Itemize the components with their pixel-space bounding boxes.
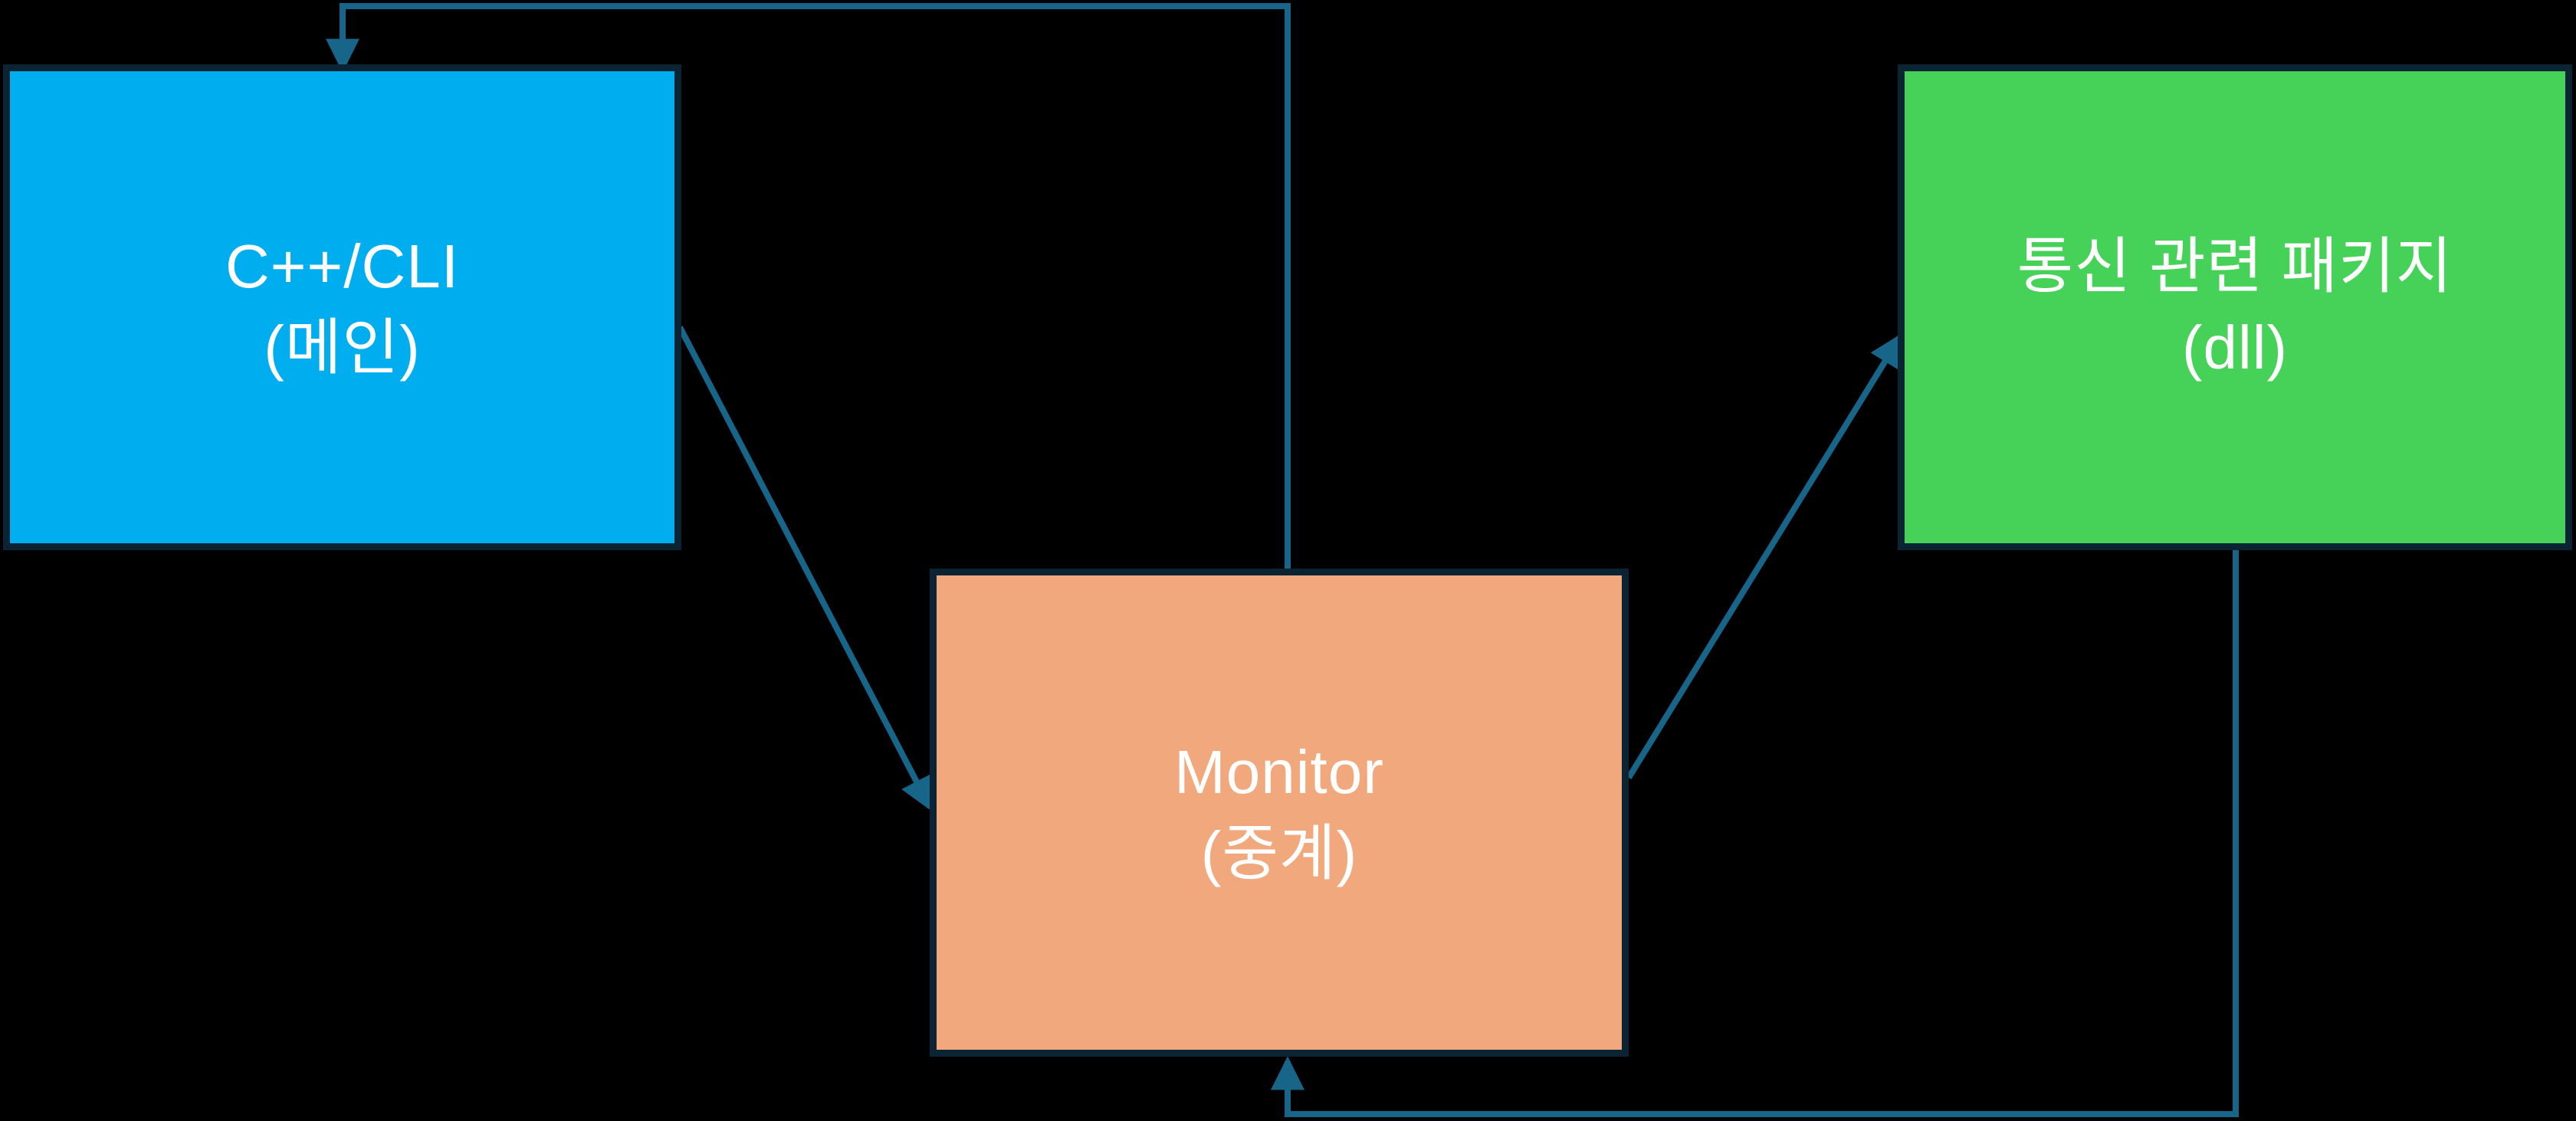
node-comm-package-subtitle: (dll) [2181, 313, 2289, 382]
connector-dll-to-monitor [1271, 550, 2239, 1117]
node-comm-package-dll: 통신 관련 패키지 (dll) [1898, 64, 2572, 550]
connector-main-to-monitor [677, 326, 933, 811]
node-monitor-subtitle: (중계) [1200, 818, 1358, 887]
node-monitor-relay: Monitor (중계) [930, 569, 1629, 1057]
connector-monitor-to-dll [1626, 333, 1903, 780]
node-comm-package-title: 통신 관련 패키지 [2016, 232, 2453, 301]
node-monitor-title: Monitor [1174, 737, 1384, 806]
node-cpp-cli-main: C++/CLI (메인) [3, 64, 681, 550]
node-cpp-cli-main-subtitle: (메인) [264, 313, 421, 382]
connector-monitor-to-main [326, 3, 1291, 569]
node-cpp-cli-main-title: C++/CLI [225, 232, 459, 301]
